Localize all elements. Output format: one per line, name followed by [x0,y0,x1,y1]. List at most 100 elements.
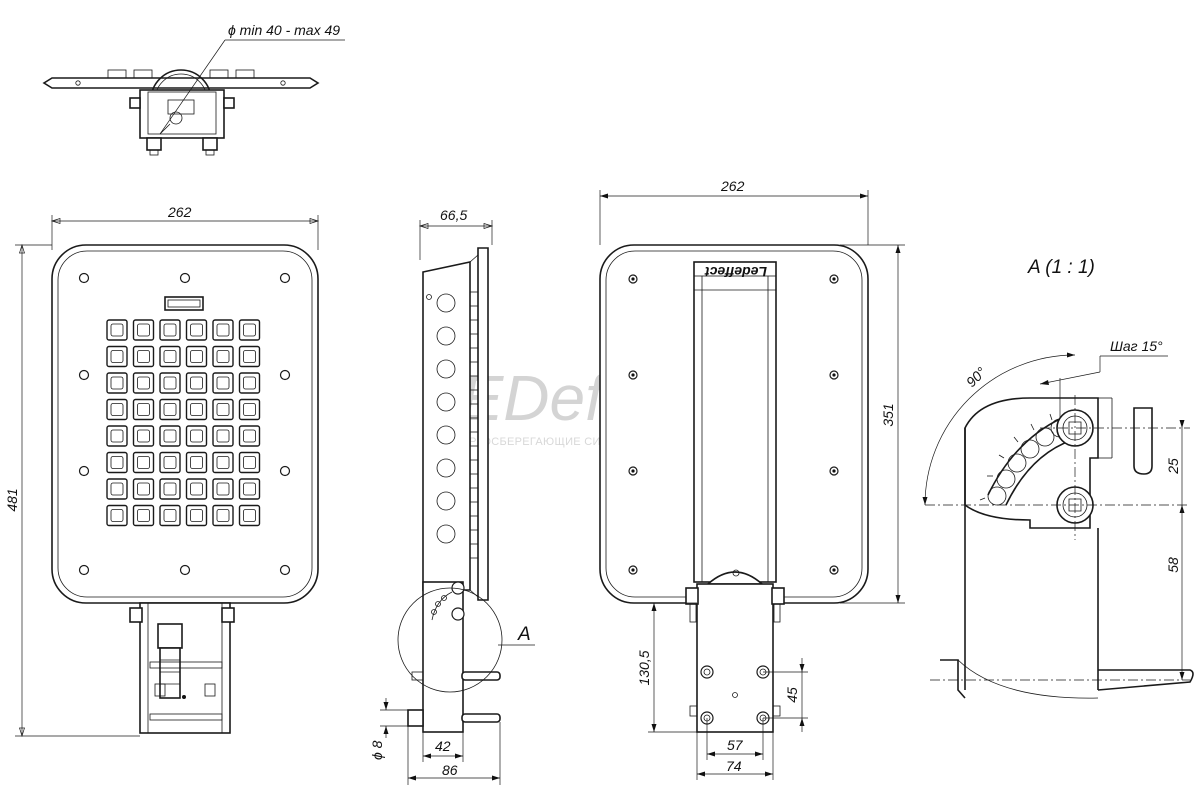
led-lens [243,376,256,390]
led-lens [137,429,150,443]
bracket-width-dim: 74 [726,758,742,774]
detail-title: A (1 : 1) [1027,257,1095,278]
led-lens [137,323,150,337]
led-module [106,319,128,341]
led-lens [137,376,150,390]
led-lens [137,456,150,469]
led-module [185,451,208,474]
led-module [132,345,155,368]
led-lens [243,429,256,443]
led-module [106,372,128,394]
led-lens [190,376,203,390]
led-module [159,478,181,500]
led-lens [216,509,230,522]
led-module [185,398,208,421]
detail-callout-label: A [517,624,531,645]
led-lens [163,403,177,416]
led-module [185,372,208,394]
led-module [159,504,181,527]
led-lens [163,350,177,363]
led-module [212,478,234,500]
label-plate: Ledeffect [704,264,767,280]
led-lens [216,350,230,363]
led-module [159,425,181,447]
rear-height-dim: 351 [880,403,896,426]
led-module [106,345,128,368]
led-lens [163,376,177,390]
detail-angle: 90° [963,364,990,391]
led-module [132,425,155,447]
led-module [106,451,128,474]
led-lens [110,429,124,443]
led-lens [110,482,124,496]
led-lens [163,509,177,522]
led-lens [137,403,150,416]
led-grid [106,319,261,527]
led-lens [190,323,203,337]
led-lens [190,350,203,363]
led-module [212,345,234,368]
led-module [212,319,234,341]
led-module [238,372,261,394]
detail-dim-lower: 58 [1165,557,1181,573]
rear-width-dim: 262 [720,178,745,194]
led-lens [243,456,256,469]
led-lens [243,350,256,363]
front-width-dim: 262 [167,204,192,220]
bracket-height-dim: 130,5 [636,650,652,685]
led-module [185,478,208,500]
led-lens [190,509,203,522]
led-lens [163,323,177,337]
bolt-diameter-dim: ϕ 8 [369,740,385,760]
led-lens [137,350,150,363]
led-lens [216,403,230,416]
led-lens [243,403,256,416]
led-module [106,425,128,447]
led-lens [163,456,177,469]
led-lens [190,429,203,443]
led-module [238,398,261,421]
led-module [212,398,234,421]
led-lens [243,482,256,496]
rear-view: 262 351 Ledeffect [599,178,905,780]
side-depth-dim: 66,5 [440,207,467,223]
bracket-inner-dim: 42 [435,738,451,754]
led-module [159,451,181,474]
led-module [106,478,128,500]
led-lens [216,482,230,496]
led-module [212,372,234,394]
led-lens [190,456,203,469]
led-lens [216,456,230,469]
side-view: 66,5 [369,207,535,785]
led-module [238,451,261,474]
led-lens [110,456,124,469]
led-lens [163,429,177,443]
led-module [238,319,261,341]
led-module [238,478,261,500]
led-module [238,345,261,368]
pipe-diameter-note: ϕ min 40 - max 49 [228,22,340,38]
led-lens [110,509,124,522]
led-module [212,425,234,447]
led-module [159,372,181,394]
led-module [159,319,181,341]
led-module [185,425,208,447]
top-view: ϕ min 40 - max 49 [42,22,345,156]
led-module [106,504,128,527]
front-height-dim: 481 [4,488,20,511]
rear-screws [628,274,839,575]
led-lens [216,429,230,443]
bracket-outer-dim: 86 [442,762,458,778]
led-module [106,398,128,421]
led-lens [243,509,256,522]
led-module [185,504,208,527]
led-lens [137,509,150,522]
led-lens [110,323,124,337]
led-module [132,319,155,341]
hole-spacing-horizontal-dim: 57 [727,737,744,753]
front-view: 262 481 [4,204,320,738]
led-lens [190,482,203,496]
led-module [159,398,181,421]
led-lens [110,350,124,363]
